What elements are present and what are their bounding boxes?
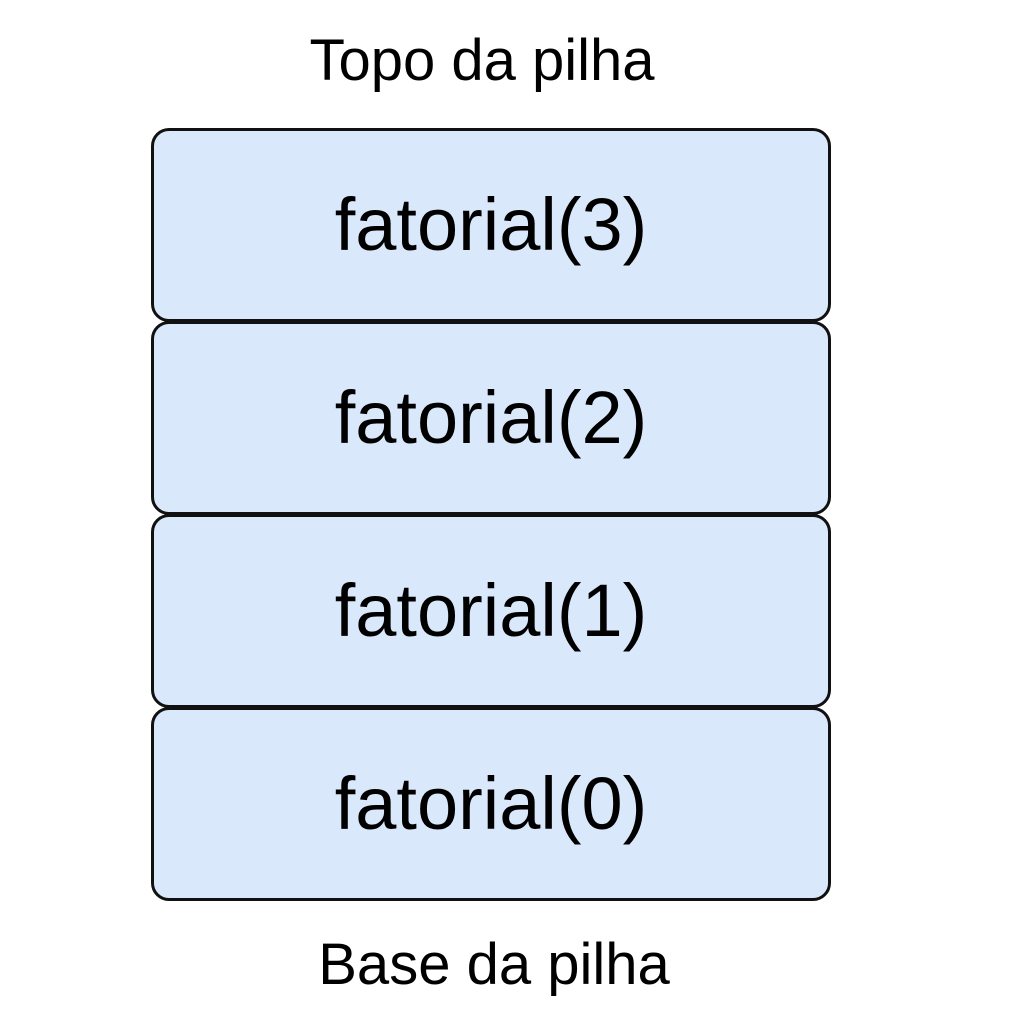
stack-frame-fatorial-0: fatorial(0) (151, 707, 831, 901)
stack-frame-label: fatorial(3) (334, 183, 648, 266)
call-stack: fatorial(3) fatorial(2) fatorial(1) fato… (151, 128, 831, 901)
stack-frame-label: fatorial(1) (334, 569, 648, 652)
stack-top-label: Topo da pilha (309, 28, 655, 93)
stack-frame-label: fatorial(0) (334, 762, 648, 845)
stack-base-label: Base da pilha (318, 932, 670, 997)
stack-frame-fatorial-2: fatorial(2) (151, 321, 831, 515)
stack-frame-fatorial-3: fatorial(3) (151, 128, 831, 322)
stack-frame-label: fatorial(2) (334, 376, 648, 459)
stack-frame-fatorial-1: fatorial(1) (151, 514, 831, 708)
